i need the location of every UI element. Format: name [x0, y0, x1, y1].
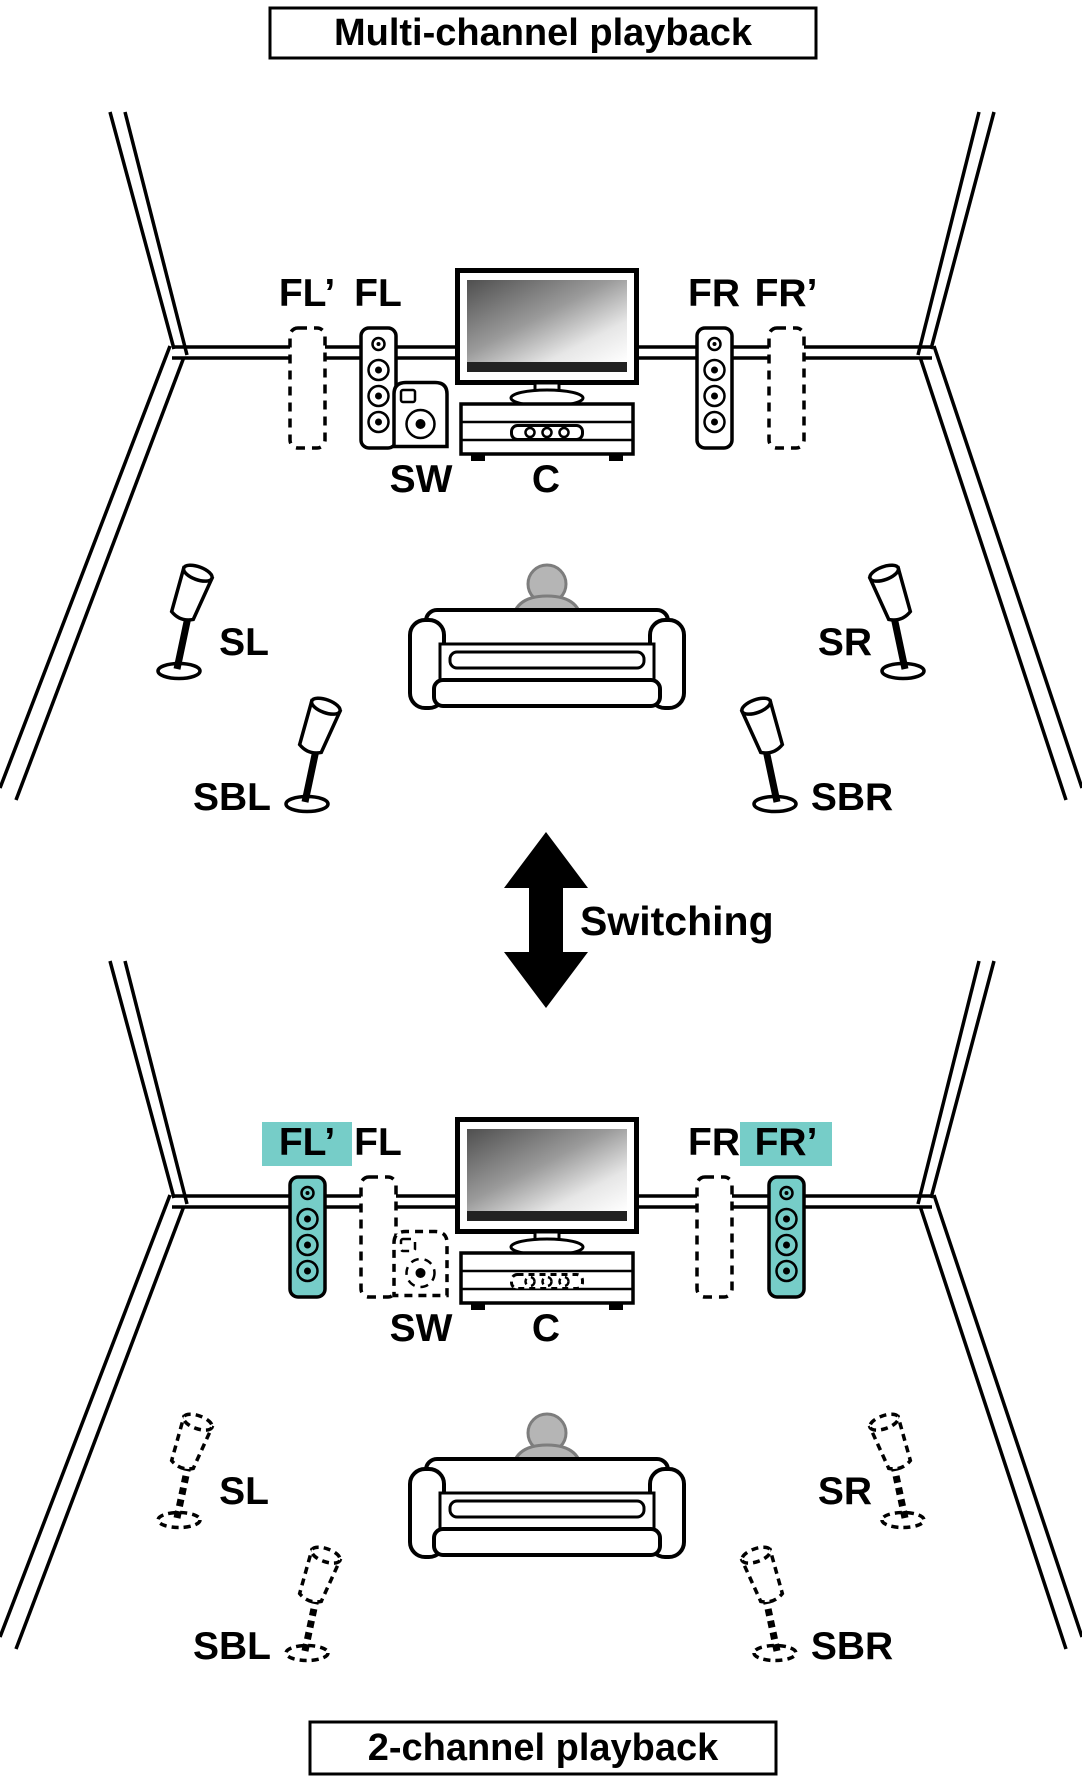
switching-indicator: Switching [504, 832, 774, 1008]
title-two-channel: 2-channel playback [308, 1720, 778, 1776]
label-sbr: SBR [811, 1625, 893, 1668]
speaker-fr-tower [695, 326, 734, 450]
title-box-top [268, 6, 818, 60]
sofa-with-listener [408, 1412, 686, 1559]
center-speaker-outline [510, 1273, 584, 1290]
labels-bottom: FL’ FL FR FR’ SW C SL SR SBL SBR [193, 1121, 893, 1668]
speaker-fr-outline [695, 1175, 734, 1299]
label-sw: SW [390, 1307, 453, 1350]
label-sbr: SBR [811, 776, 893, 819]
label-sl: SL [219, 621, 269, 664]
label-fl: FL [354, 1121, 402, 1164]
speaker-sl [158, 562, 214, 679]
label-sr: SR [818, 621, 872, 664]
label-c: C [532, 458, 560, 501]
speaker-sbl [286, 695, 342, 812]
label-fl-alt: FL’ [279, 1121, 335, 1164]
center-speaker [510, 424, 584, 441]
subwoofer [392, 380, 449, 449]
label-fr: FR [688, 272, 740, 315]
speaker-fr-alt-outline [767, 326, 806, 450]
label-fl: FL [354, 272, 402, 315]
speaker-fr-alt-active [767, 1175, 806, 1299]
subwoofer-outline [392, 1229, 449, 1298]
speaker-fl-alt-active [288, 1175, 327, 1299]
label-fr-alt: FR’ [755, 272, 818, 315]
label-fr-alt: FR’ [755, 1121, 818, 1164]
surround-stage-bottom [158, 1411, 924, 1661]
labels-top: FL’ FL FR FR’ SW C SL SR SBL SBR [193, 272, 893, 819]
label-sbl: SBL [193, 776, 271, 819]
speaker-sbr-outline [740, 1544, 796, 1661]
title-two-channel-text: 2-channel playback [368, 1727, 719, 1769]
surround-stage-top [158, 562, 924, 812]
title-box-bottom [308, 1720, 778, 1776]
speaker-sbr [740, 695, 796, 812]
switching-arrow [504, 832, 588, 1008]
label-sw: SW [390, 458, 453, 501]
label-sr: SR [818, 1470, 872, 1513]
speaker-sr-outline [868, 1411, 924, 1528]
label-sbl: SBL [193, 1625, 271, 1668]
speaker-sl-outline [158, 1411, 214, 1528]
label-sl: SL [219, 1470, 269, 1513]
title-multi-channel-text: Multi-channel playback [334, 12, 753, 54]
switching-label: Switching [580, 898, 774, 944]
speaker-sr [868, 562, 924, 679]
label-fl-alt: FL’ [279, 272, 335, 315]
sofa-with-listener [408, 563, 686, 710]
label-fr-alt-highlight-box [740, 1122, 832, 1166]
speaker-fl-alt-outline [288, 326, 327, 450]
label-fr: FR [688, 1121, 740, 1164]
title-multi-channel: Multi-channel playback [268, 6, 818, 60]
label-c: C [532, 1307, 560, 1350]
speaker-fl-tower [359, 326, 398, 450]
speaker-sbl-outline [286, 1544, 342, 1661]
speaker-fl-outline [359, 1175, 398, 1299]
label-fl-alt-highlight-box [262, 1122, 352, 1166]
